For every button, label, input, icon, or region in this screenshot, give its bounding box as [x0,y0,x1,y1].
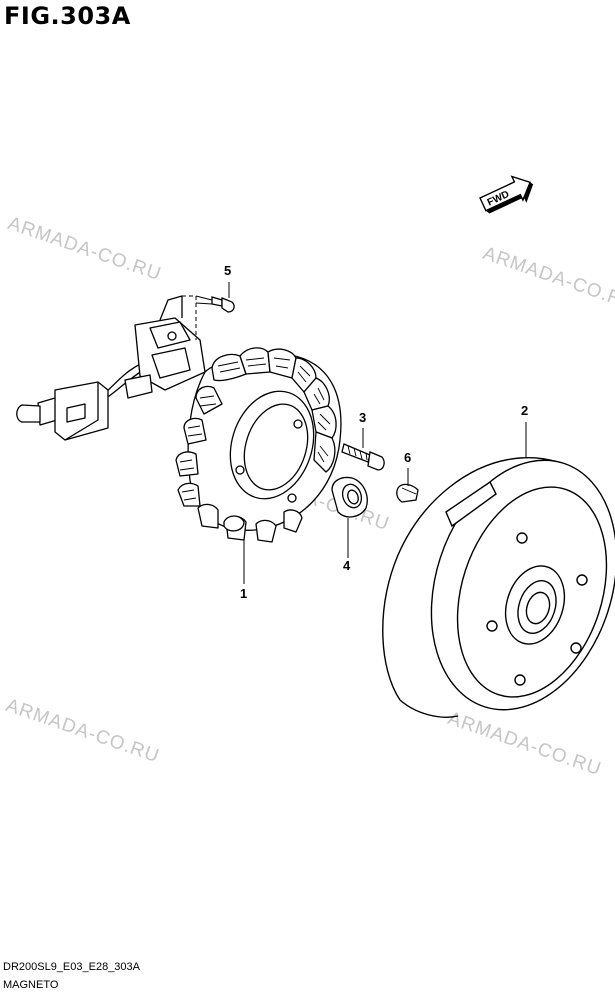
stator-part-1 [16,295,342,543]
diagram-code: DR200SL9_E03_E28_303A [3,961,141,973]
callout-1: 1 [240,586,248,601]
bolt-part-3 [341,443,385,471]
rotor-part-2 [382,456,615,718]
screw-part-5 [195,295,235,313]
leader-lines [182,282,527,584]
callout-3: 3 [359,410,367,425]
callout-6: 6 [404,450,412,465]
key-part-6 [396,483,419,503]
fwd-arrow-icon: FWD [479,175,534,214]
callout-5: 5 [224,263,232,278]
callout-2: 2 [521,403,529,418]
diagram-name: MAGNETO [3,979,59,991]
callout-4: 4 [343,558,351,573]
nut-part-4 [331,476,368,518]
figure-title: FIG.303A [4,2,131,30]
